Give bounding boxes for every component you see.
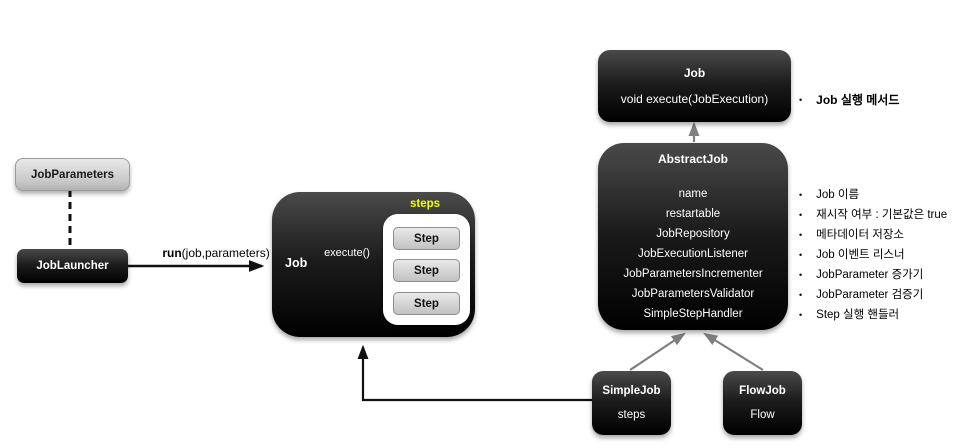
abstractjob-note: • JobParameter 검증기 <box>799 285 947 305</box>
steps-collection-label: steps <box>410 198 441 210</box>
flowjob-title: FlowJob <box>739 385 786 398</box>
abstractjob-note-list: • Job 이름 • 재시작 여부 : 기본값은 true • 메타데이터 저장… <box>799 185 947 325</box>
step-item: Step <box>393 292 460 315</box>
abstractjob-field: JobParametersValidator <box>631 288 755 300</box>
bullet-icon: • <box>799 95 803 105</box>
jobparameters-box: JobParameters <box>15 158 130 191</box>
simplejob-inheritance-arrow <box>629 332 686 371</box>
abstractjob-note: • Step 실행 핸들러 <box>799 305 947 325</box>
bullet-icon: • <box>799 250 803 260</box>
abstractjob-field: SimpleStepHandler <box>643 308 743 320</box>
abstractjob-note-text: Job 이벤트 리스너 <box>816 249 905 261</box>
bullet-icon: • <box>799 230 803 240</box>
abstractjob-box: AbstractJob name restartable JobReposito… <box>598 143 788 330</box>
abstractjob-field: name <box>678 188 708 200</box>
abstractjob-note: • 메타데이터 저장소 <box>799 225 947 245</box>
abstractjob-note-text: 메타데이터 저장소 <box>816 229 904 241</box>
run-call-label: run(job,parameters) <box>160 246 272 260</box>
job-interface-note-text: Job 실행 메서드 <box>816 93 900 107</box>
simplejob-box: SimpleJob steps <box>592 371 671 435</box>
abstractjob-note: • JobParameter 증가기 <box>799 265 947 285</box>
bullet-icon: • <box>799 210 803 220</box>
job-runtime-label: Job <box>285 256 308 270</box>
abstractjob-title: AbstractJob <box>657 152 728 166</box>
joblauncher-title: JobLauncher <box>36 260 109 272</box>
abstractjob-field: JobExecutionListener <box>638 248 748 260</box>
step-item: Step <box>393 227 460 250</box>
abstractjob-field: JobParametersIncrementer <box>623 268 763 280</box>
job-interface-box: Job void execute(JobExecution) <box>598 50 791 122</box>
flowjob-field: Flow <box>750 408 775 421</box>
abstractjob-note: • Job 이름 <box>799 185 947 205</box>
jobparameters-title: JobParameters <box>30 168 115 181</box>
simplejob-to-job-elbow-arrow <box>357 344 592 402</box>
abstractjob-note-text: Job 이름 <box>816 189 860 201</box>
execute-call-label: execute() <box>324 247 370 259</box>
abstractjob-note: • 재시작 여부 : 기본값은 true <box>799 205 947 225</box>
run-call-method: run <box>162 246 182 260</box>
job-interface-title: Job <box>683 66 706 80</box>
simplejob-title: SimpleJob <box>602 385 661 398</box>
simplejob-field: steps <box>617 408 646 421</box>
job-interface-method: void execute(JobExecution) <box>620 92 769 106</box>
abstractjob-note-text: Step 실행 핸들러 <box>816 309 900 321</box>
joblauncher-box: JobLauncher <box>17 249 128 283</box>
flowjob-inheritance-arrow <box>703 332 764 371</box>
abstractjob-note-text: 재시작 여부 : 기본값은 true <box>816 209 948 221</box>
abstractjob-note-text: JobParameter 증가기 <box>816 269 924 281</box>
job-interface-note: • Job 실행 메서드 <box>799 90 899 110</box>
bullet-icon: • <box>799 310 803 320</box>
job-runtime-box: steps Job execute() Step Step Step <box>272 192 475 337</box>
flowjob-box: FlowJob Flow <box>723 371 802 435</box>
abstractjob-field: JobRepository <box>656 228 730 240</box>
abstractjob-note-text: JobParameter 검증기 <box>816 289 924 301</box>
abstractjob-field-list: name restartable JobRepository JobExecut… <box>623 184 762 324</box>
run-call-args: (job,parameters) <box>181 246 270 260</box>
abstractjob-field: restartable <box>665 208 721 220</box>
bullet-icon: • <box>799 270 803 280</box>
abstractjob-note: • Job 이벤트 리스너 <box>799 245 947 265</box>
step-item: Step <box>393 259 460 282</box>
bullet-icon: • <box>799 290 803 300</box>
steps-panel: Step Step Step <box>383 214 470 325</box>
bullet-icon: • <box>799 190 803 200</box>
